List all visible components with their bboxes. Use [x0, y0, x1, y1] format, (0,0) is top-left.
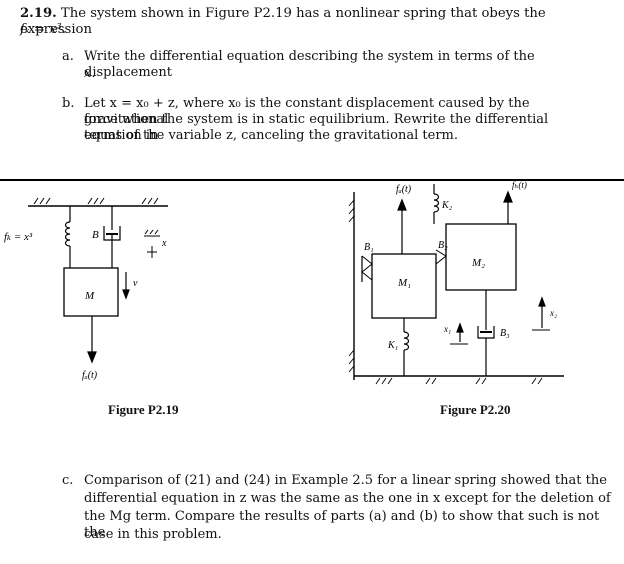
spring-label: fₖ = x³ [4, 231, 33, 243]
item-b-label: b. [62, 96, 75, 111]
m2-label: M₂ [471, 257, 485, 269]
item-a-line2: x. [84, 66, 96, 81]
b2-label: B₂ [438, 240, 448, 251]
item-c-line1: Comparison of (21) and (24) in Example 2… [84, 473, 607, 488]
x1-label: x₁ [443, 324, 451, 334]
item-c-label: c. [62, 473, 74, 488]
item-a-label: a. [62, 49, 74, 64]
problem-intro: The system shown in Figure P2.19 has a n… [20, 6, 546, 37]
m1-label: M₁ [397, 277, 411, 289]
problem-statement: 2.19. The system shown in Figure P2.19 h… [20, 6, 610, 38]
x2-label: x₂ [549, 308, 557, 318]
problem-expression: fₖ = x³. [20, 22, 67, 37]
k1-label: K₁ [387, 340, 398, 351]
item-b-line2: force when the system is in static equil… [84, 112, 549, 143]
item-c-line3: the Mg term. Compare the results of part… [84, 509, 600, 540]
figure-p2-20: fₐ(t) fₕ(t) K₂ B₁ B₂ M₂ M₁ K₁ x₁ B₃ x₂ [348, 180, 564, 385]
damper-label: B [92, 229, 99, 241]
section-divider [0, 179, 624, 181]
v-label: v [133, 278, 138, 289]
mass-label: M [84, 290, 95, 302]
item-b-line3: terms of the variable z, canceling the g… [84, 128, 459, 143]
b1-label: B₁ [364, 242, 374, 253]
item-c-line2: differential equation in z was the same … [84, 491, 611, 506]
figure-p2-19-caption: Figure P2.19 [108, 402, 179, 417]
problem-number: 2.19. [20, 6, 57, 21]
item-a-line1: Write the differential equation describi… [84, 49, 535, 80]
item-b-line1: Let x = x₀ + z, where x₀ is the constant… [84, 96, 530, 127]
figure-p2-20-caption: Figure P2.20 [440, 402, 511, 417]
figure-p2-19: fₖ = x³ B M x v fₐ(t) [4, 197, 168, 381]
b3-label: B₃ [500, 328, 510, 339]
x-label: x [161, 238, 167, 249]
item-c-line4: case in this problem. [84, 527, 222, 542]
k2-label: K₂ [441, 200, 453, 211]
force-label: fₐ(t) [82, 370, 98, 381]
fa-label: fₐ(t) [396, 184, 412, 195]
fb-label: fₕ(t) [512, 180, 527, 190]
